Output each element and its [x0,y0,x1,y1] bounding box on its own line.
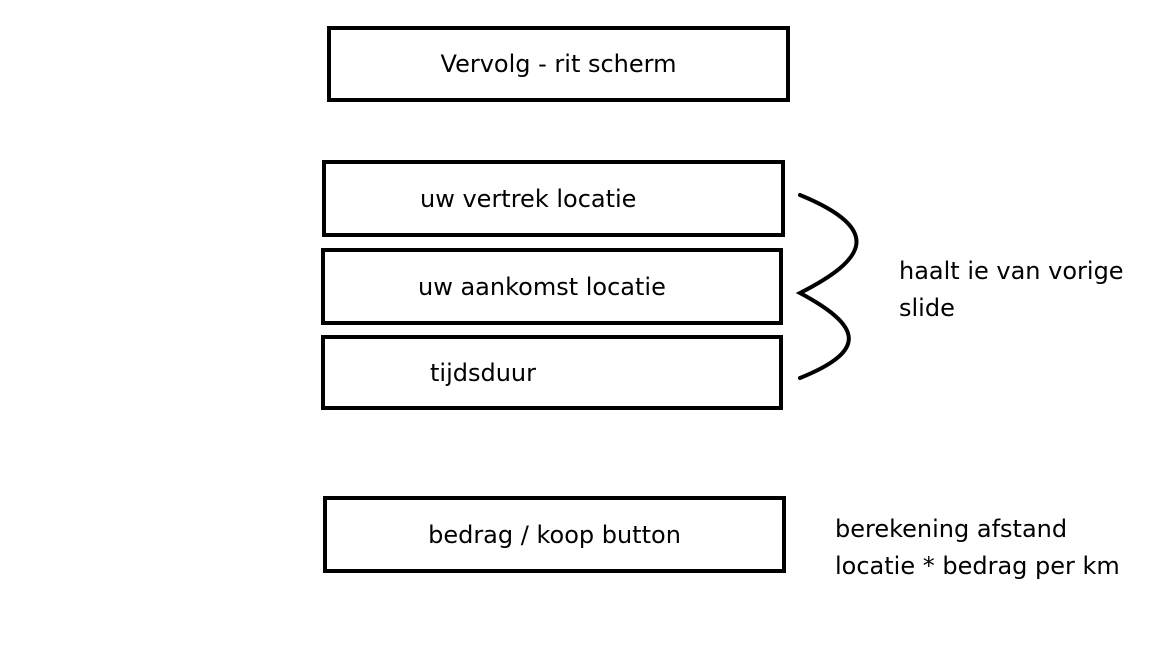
previous-slide-note-line2: slide [899,294,955,322]
amount-buy-button[interactable]: bedrag / koop button [323,496,786,573]
screen-title: Vervolg - rit scherm [440,50,677,78]
duration-field[interactable]: tijdsduur [321,335,783,410]
previous-slide-note: haalt ie van vorige slide [899,253,1124,327]
calculation-note-line1: berekening afstand [835,515,1068,543]
arrival-location-label: uw aankomst locatie [418,272,666,301]
duration-label: tijdsduur [430,358,537,387]
departure-location-label: uw vertrek locatie [420,184,637,213]
calculation-note-line2: locatie * bedrag per km [835,552,1120,580]
screen-title-box: Vervolg - rit scherm [327,26,790,102]
calculation-note: berekening afstand locatie * bedrag per … [835,511,1120,585]
curly-brace-path [795,193,859,380]
departure-location-field[interactable]: uw vertrek locatie [322,160,785,237]
previous-slide-note-line1: haalt ie van vorige [899,257,1124,285]
curly-brace-connector [795,193,859,380]
amount-buy-button-label: bedrag / koop button [428,520,681,549]
arrival-location-field[interactable]: uw aankomst locatie [321,248,783,325]
